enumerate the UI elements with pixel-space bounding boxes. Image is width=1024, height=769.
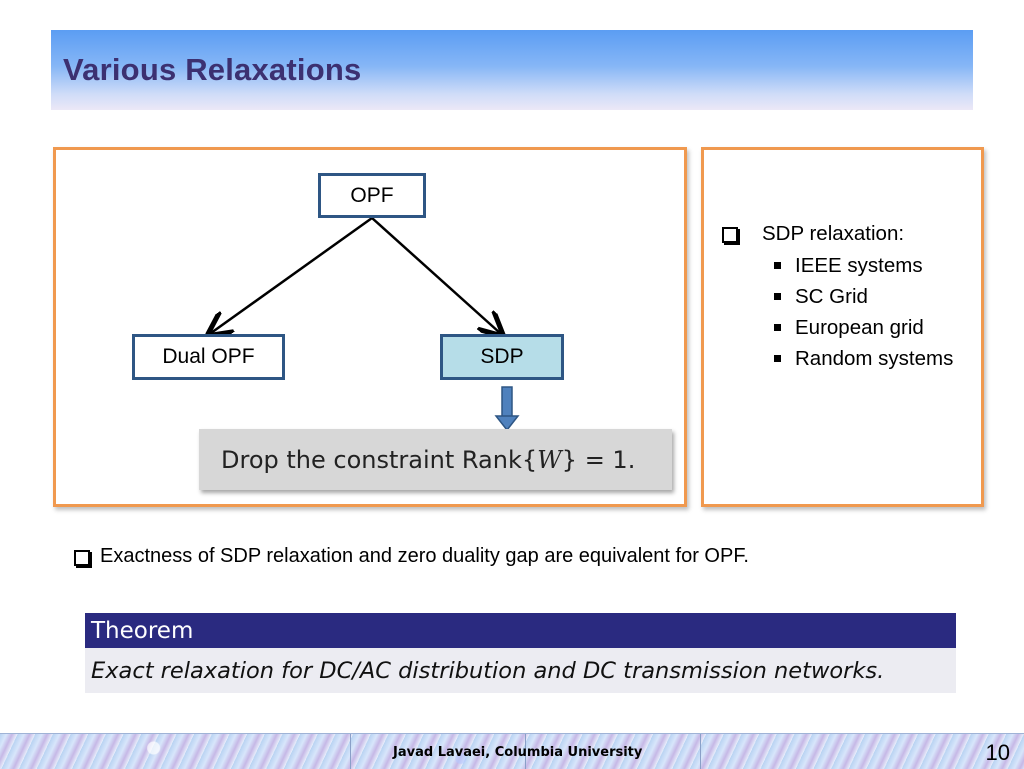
edge-opf-dual bbox=[211, 216, 373, 333]
main-bullet-text: Exactness of SDP relaxation and zero dua… bbox=[100, 545, 749, 567]
sdp-sub-list: IEEE systems SC Grid European grid Rando… bbox=[774, 250, 953, 374]
down-arrow-icon bbox=[494, 386, 520, 432]
title-bar: Various Relaxations bbox=[51, 30, 973, 110]
constraint-var: W bbox=[537, 445, 562, 474]
sdp-heading-row: SDP relaxation: bbox=[722, 222, 953, 246]
slide-title: Various Relaxations bbox=[63, 52, 362, 87]
diagram-panel: OPF Dual OPF SDP Drop the constraint Ran… bbox=[53, 147, 687, 507]
list-item: IEEE systems bbox=[774, 250, 953, 281]
checkbox-bullet-icon bbox=[74, 549, 90, 566]
footer-author: Javad Lavaei, Columbia University bbox=[393, 745, 643, 760]
list-item: SC Grid bbox=[774, 281, 953, 312]
footer-divider bbox=[700, 734, 701, 769]
constraint-prefix: Drop the constraint Rank{ bbox=[221, 445, 538, 474]
list-item: Random systems bbox=[774, 343, 953, 374]
footer-divider bbox=[350, 734, 351, 769]
theorem-header: Theorem bbox=[85, 613, 956, 648]
main-bullet: Exactness of SDP relaxation and zero dua… bbox=[74, 545, 749, 568]
square-bullet-icon bbox=[774, 293, 781, 300]
constraint-suffix: } = 1. bbox=[561, 445, 636, 474]
square-bullet-icon bbox=[774, 324, 781, 331]
footer-divider bbox=[525, 734, 526, 769]
page-number: 10 bbox=[985, 740, 1010, 765]
square-bullet-icon bbox=[774, 355, 781, 362]
node-sdp: SDP bbox=[440, 334, 564, 380]
theorem-body: Exact relaxation for DC/AC distribution … bbox=[85, 648, 956, 693]
sdp-list: SDP relaxation: IEEE systems SC Grid Eur… bbox=[722, 222, 953, 374]
list-item: European grid bbox=[774, 312, 953, 343]
constraint-note: Drop the constraint Rank{W} = 1. bbox=[199, 429, 672, 490]
square-bullet-icon bbox=[774, 262, 781, 269]
sdp-heading: SDP relaxation: bbox=[762, 222, 905, 245]
tree-connectors bbox=[56, 216, 520, 432]
node-opf: OPF bbox=[318, 173, 426, 218]
edge-opf-sdp bbox=[371, 217, 500, 333]
checkbox-bullet-icon bbox=[722, 227, 738, 243]
footer: Javad Lavaei, Columbia University 10 bbox=[0, 733, 1024, 769]
node-dual-opf: Dual OPF bbox=[132, 334, 285, 380]
sdp-relaxation-panel: SDP relaxation: IEEE systems SC Grid Eur… bbox=[701, 147, 984, 507]
theorem-block: Theorem Exact relaxation for DC/AC distr… bbox=[85, 613, 956, 693]
